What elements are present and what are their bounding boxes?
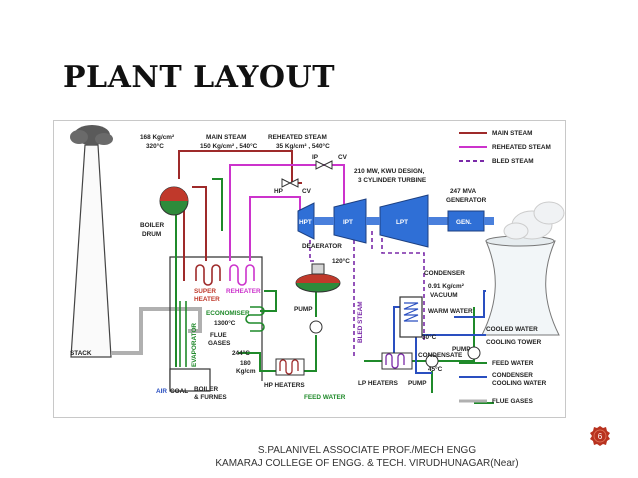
boiler-temp-label: 320°C [146,142,164,150]
hp-label: HP [274,188,284,195]
super-heater-label-1: SUPER [194,288,216,295]
feed-water-lines [175,178,494,404]
footer-line-1: S.PALANIVEL ASSOCIATE PROF./MECH ENGG [257,445,477,456]
superheater-coil [195,264,221,286]
legend-label-reheated-steam: REHEATED STEAM [492,144,551,151]
boiler-furnes-label-1: BOILER [194,386,219,393]
ip-turbine [333,198,367,244]
economiser-coil [245,306,265,332]
pump-left-label: PUMP [294,306,313,313]
main-steam-spec-label: 150 Kg/cm² , 540°C [200,142,258,150]
reheated-steam-spec-label: 35 Kg/cm² , 540°C [276,142,330,150]
gen-label: GEN. [456,219,472,226]
design-line2: 3 CYLINDER TURBINE [358,177,427,184]
legend-item-feed-water: FEED WATER [459,360,534,367]
lp-heaters [381,352,413,370]
legend-label-feed-water: FEED WATER [492,360,534,367]
deaerator [295,263,341,293]
chimney-stack [70,125,113,358]
boiler-pressure-label: 168 Kg/cm² [140,134,174,141]
legend-item-main-steam: MAIN STEAM [459,130,532,137]
boiler-furnes-label-2: & FURNES [194,394,227,401]
hp-turbine [297,202,315,240]
cooling-tower [481,201,565,336]
pressure-180-label-1: 180 [240,360,251,367]
coal-label: COAL [170,388,188,395]
turbine-set [297,194,494,248]
pumps [309,320,481,368]
valves [281,160,333,188]
super-heater-label-2: HEATER [194,296,220,303]
cooling-tower-label: COOLING TOWER [486,339,542,346]
reheater-label: REHEATER [226,288,261,295]
legend: MAIN STEAM REHEATED STEAM BLED STEAM FEE… [459,130,551,405]
lp-turbine [379,194,429,248]
condenser-vac-2: VACUUM [430,292,458,299]
legend-item-flue-gases: FLUE GASES [459,398,534,405]
evaporator-label: EVAPORATOR [191,323,198,367]
legend-label-flue-gases: FLUE GASES [492,398,534,405]
footer-line-2: KAMARAJ COLLEGE OF ENGG. & TECH. VIRUDHU… [215,458,519,469]
condenser-label: CONDENSER [424,270,465,277]
temp-244-label: 244°C [232,349,250,357]
reheater-coil [229,264,255,286]
page-number-badge: 6 [590,426,610,446]
boiler-furnace [169,256,263,392]
air-label: AIR [156,388,167,395]
economiser-label: ECONOMISER [206,310,250,317]
generator-line2: GENERATOR [446,197,487,204]
diagram-svg: 168 Kg/cm² 320°C MAIN STEAM 150 Kg/cm² ,… [70,125,565,405]
cv-top-label: CV [338,154,348,161]
lpt-label: LPT [396,219,408,226]
legend-label-cooling-water-1: CONDENSER [492,372,533,379]
bled-steam-lines [309,231,425,357]
deaerator-temp-label: 120°C [332,257,350,265]
page-title: PLANT LAYOUT [63,60,336,95]
legend-label-bled-steam: BLED STEAM [492,158,534,165]
legend-item-bled-steam: BLED STEAM [459,158,534,165]
condenser-vac-1: 0.91 Kg/cm² [428,283,464,290]
legend-item-cooling-water: CONDENSER COOLING WATER [459,372,547,387]
flue-label-1: FLUE [210,332,227,339]
main-steam-lines [178,150,302,281]
feed-water-bottom-label: FEED WATER [304,394,346,401]
plant-layout-diagram: 168 Kg/cm² 320°C MAIN STEAM 150 Kg/cm² ,… [53,120,566,418]
diagram-labels: 168 Kg/cm² 320°C MAIN STEAM 150 Kg/cm² ,… [70,134,542,401]
evaporator-tubes [179,301,187,367]
legend-item-reheated-steam: REHEATED STEAM [459,144,551,151]
ip-label: IP [312,154,319,161]
legend-label-cooling-water-2: COOLING WATER [492,380,547,387]
boiler-drum-label-2: DRUM [142,231,161,238]
hp-heaters-label: HP HEATERS [264,382,305,389]
generator-line1: 247 MVA [450,188,477,195]
stack-label: STACK [70,350,92,357]
pump-right-label: PUMP [452,346,471,353]
legend-label-main-steam: MAIN STEAM [492,130,532,137]
pump-bottom-label: PUMP [408,380,427,387]
warm-water-label: WARM WATER [428,308,473,315]
hpt-label: HPT [299,219,312,226]
ipt-label: IPT [343,219,353,226]
deaerator-label: DEAERATOR [302,243,342,250]
lp-heaters-label: LP HEATERS [358,380,399,387]
design-line1: 210 MW, KWU DESIGN, [354,168,425,175]
boiler-drum-label-1: BOILER [140,222,165,229]
condensate-label: CONDENSATE [418,352,463,359]
cv-label: CV [302,188,312,195]
boiler-drum [159,186,189,216]
economiser-temp-label: 1300°C [214,319,236,327]
flue-label-2: GASES [208,340,231,347]
bled-steam-vertical-label: BLED STEAM [357,301,364,343]
condenser [399,296,423,338]
temp-30-label: 30°C [422,333,437,341]
main-steam-label: MAIN STEAM [206,134,246,141]
condensate-temp-label: 45°C [428,365,443,373]
page-number: 6 [598,432,603,441]
cooled-water-label: COOLED WATER [486,326,538,333]
hp-heaters [275,358,305,376]
reheated-steam-lines [229,164,345,261]
footer: S.PALANIVEL ASSOCIATE PROF./MECH ENGG KA… [0,444,638,470]
reheated-steam-label: REHEATED STEAM [268,134,327,141]
pressure-180-label-2: Kg/cm [236,368,256,375]
